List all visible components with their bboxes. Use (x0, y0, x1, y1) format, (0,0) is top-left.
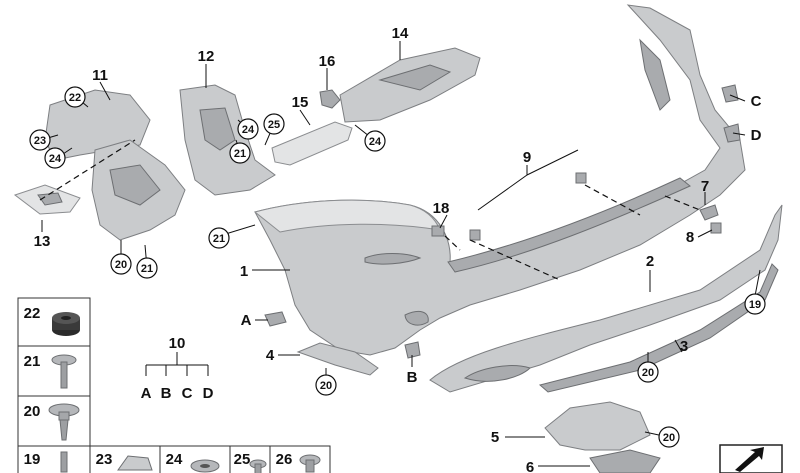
clip-A (264, 311, 287, 327)
legend-24: 24 (166, 451, 183, 468)
diffuser (429, 204, 783, 393)
clip-9b (575, 172, 587, 184)
callout-18: 18 (433, 200, 450, 217)
callout-20c: 20 (320, 380, 332, 392)
callout-4: 4 (266, 347, 275, 364)
clip-8 (710, 222, 722, 234)
callout-19: 19 (749, 299, 761, 311)
clip-18 (431, 225, 445, 237)
callout-A: A (241, 312, 252, 329)
strip-15 (271, 121, 353, 166)
callout-20d: 20 (663, 432, 675, 444)
callout-15: 15 (292, 94, 309, 111)
circled-callouts: 22 23 24 24 21 25 24 21 20 21 19 20 20 2… (29, 86, 766, 448)
callout-D: D (751, 127, 762, 144)
callout-12: 12 (198, 48, 215, 65)
callout-24c: 24 (369, 136, 382, 148)
callout-7: 7 (701, 178, 709, 195)
bracket-11 (44, 89, 186, 241)
legend-23: 23 (96, 451, 113, 468)
group-10-item-A: A (141, 385, 152, 402)
callout-23: 23 (34, 135, 46, 147)
callout-3: 3 (680, 338, 688, 355)
callout-21c: 21 (141, 263, 153, 275)
callout-11: 11 (92, 67, 108, 84)
callout-16: 16 (319, 53, 336, 70)
callout-8: 8 (686, 229, 694, 246)
callout-14: 14 (392, 25, 409, 42)
clip-9a (469, 229, 481, 241)
bracket-14 (339, 47, 481, 123)
callout-C: C (751, 93, 762, 110)
callout-13: 13 (34, 233, 51, 250)
callout-1: 1 (240, 263, 248, 280)
small-parts-legend: 22 21 20 19 23 24 25 26 (17, 297, 331, 473)
legend-26: 26 (276, 451, 293, 468)
rear-bumper-cover (253, 4, 746, 356)
legend-22: 22 (24, 305, 41, 322)
callout-22: 22 (69, 92, 81, 104)
direction-arrow-icon (719, 444, 783, 473)
group-10-item-B: B (161, 385, 172, 402)
group-10-item-D: D (203, 385, 214, 402)
legend-20: 20 (24, 403, 41, 420)
clip-D (723, 123, 741, 143)
callout-20a: 20 (115, 259, 127, 271)
trim-strip (538, 263, 779, 393)
callout-24b: 24 (242, 124, 255, 136)
callout-21a: 21 (234, 148, 246, 160)
bracket-7 (699, 204, 719, 221)
callout-24a: 24 (49, 153, 62, 165)
legend-21: 21 (24, 353, 41, 370)
callout-25: 25 (268, 119, 280, 131)
callout-20b: 20 (642, 367, 654, 379)
group-10-title: 10 (169, 335, 186, 352)
group-10-item-C: C (182, 385, 193, 402)
callout-6: 6 (526, 459, 534, 473)
bracket-4 (296, 342, 379, 376)
legend-25: 25 (234, 451, 251, 468)
bracket-12 (179, 84, 276, 196)
callout-21b: 21 (213, 233, 225, 245)
clip-B (404, 341, 421, 359)
clip-16 (319, 89, 341, 109)
callouts: 11 12 14 16 15 13 9 7 8 18 1 2 3 4 5 6 A… (34, 25, 762, 473)
callout-B: B (407, 369, 418, 386)
bracket-6 (589, 449, 661, 473)
legend-19: 19 (24, 451, 41, 468)
callout-5: 5 (491, 429, 499, 446)
clip-C (721, 84, 739, 103)
callout-2: 2 (646, 253, 654, 270)
group-10-tree: 10 A B C D (141, 335, 214, 402)
bracket-5 (544, 401, 651, 451)
callout-9: 9 (523, 149, 531, 166)
